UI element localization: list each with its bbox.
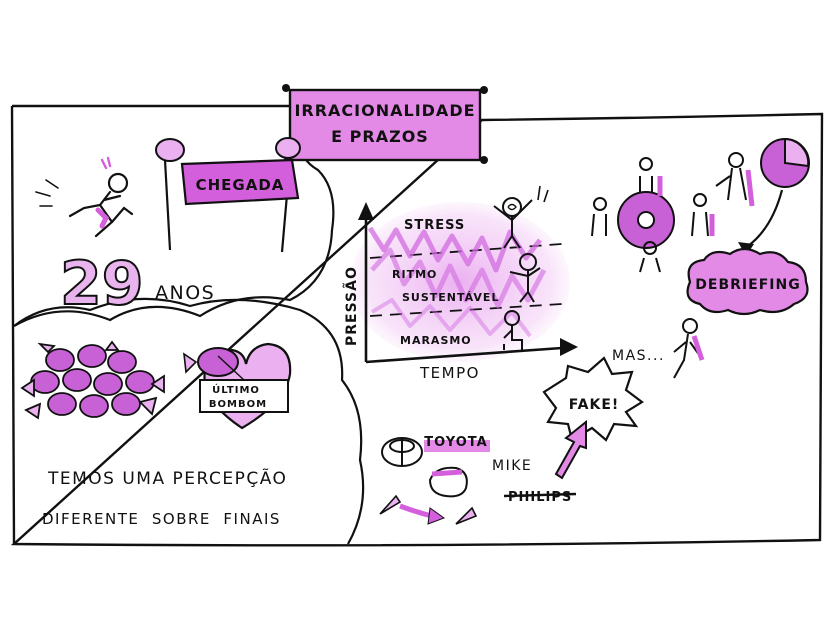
doubting-figure bbox=[673, 318, 705, 379]
debriefing-cloud: DEBRIEFING bbox=[686, 247, 809, 316]
zone-marasmo-label: MARASMO bbox=[400, 334, 472, 347]
toyota-label: TOYOTA bbox=[424, 435, 487, 450]
title-banner: IRRACIONALIDADE E PRAZOS bbox=[282, 84, 488, 164]
age-unit: ANOS bbox=[155, 282, 215, 304]
presenter-figure bbox=[715, 152, 755, 207]
mouse-icon bbox=[428, 466, 468, 498]
screw-icons bbox=[379, 494, 478, 525]
debrief-arrow bbox=[738, 189, 784, 256]
cloud-divider-bottom bbox=[13, 297, 365, 545]
y-axis-label: PRESSÃO bbox=[343, 266, 360, 346]
toyota-block: TOYOTA bbox=[424, 435, 490, 452]
transfer-arrow bbox=[399, 503, 446, 525]
finish-banner-label: CHEGADA bbox=[196, 176, 285, 194]
pie-chart-icon bbox=[760, 137, 810, 188]
runner-figure bbox=[35, 156, 134, 238]
candy-pile bbox=[20, 340, 165, 420]
outer-frame bbox=[10, 104, 824, 547]
cloud-divider-top bbox=[13, 139, 335, 327]
age-number: 29 bbox=[60, 249, 144, 319]
philips-struck: PHILIPS bbox=[503, 490, 577, 505]
fake-label: FAKE! bbox=[569, 397, 620, 413]
zone-sustentavel-label: SUSTENTÁVEL bbox=[402, 291, 499, 304]
toyota-logo-icon bbox=[381, 437, 423, 467]
finish-line: CHEGADA bbox=[155, 137, 301, 253]
mike-label: MIKE bbox=[492, 458, 532, 474]
x-axis-label: TEMPO bbox=[419, 364, 480, 382]
bored-figure bbox=[503, 310, 523, 350]
pressure-graph: STRESS RITMO SUSTENTÁVEL MARASMO PRESSÃO… bbox=[343, 185, 578, 382]
title-line1: IRRACIONALIDADE bbox=[294, 101, 475, 120]
philips-label: PHILIPS bbox=[508, 490, 572, 505]
zone-stress-label: STRESS bbox=[404, 218, 465, 233]
candy-tag-line1: ÚLTIMO bbox=[212, 383, 260, 396]
but-label: MAS... bbox=[612, 348, 665, 364]
caption-line2: DIFERENTE SOBRE FINAIS bbox=[42, 510, 281, 528]
up-arrow bbox=[554, 419, 587, 480]
calm-figure bbox=[509, 253, 541, 303]
candy-tag-line2: BOMBOM bbox=[209, 399, 267, 410]
stressed-figure bbox=[493, 185, 549, 249]
caption-line1: TEMOS UMA PERCEPÇÃO bbox=[47, 467, 287, 489]
zone-ritmo-label: RITMO bbox=[392, 268, 437, 281]
age-block: 29 ANOS bbox=[59, 248, 215, 320]
debriefing-label: DEBRIEFING bbox=[695, 277, 800, 293]
fake-burst: FAKE! bbox=[542, 356, 644, 442]
title-line2: E PRAZOS bbox=[331, 127, 429, 146]
group-meeting bbox=[591, 157, 715, 273]
heart-last-candy: ÚLTIMO BOMBOM bbox=[183, 342, 292, 430]
